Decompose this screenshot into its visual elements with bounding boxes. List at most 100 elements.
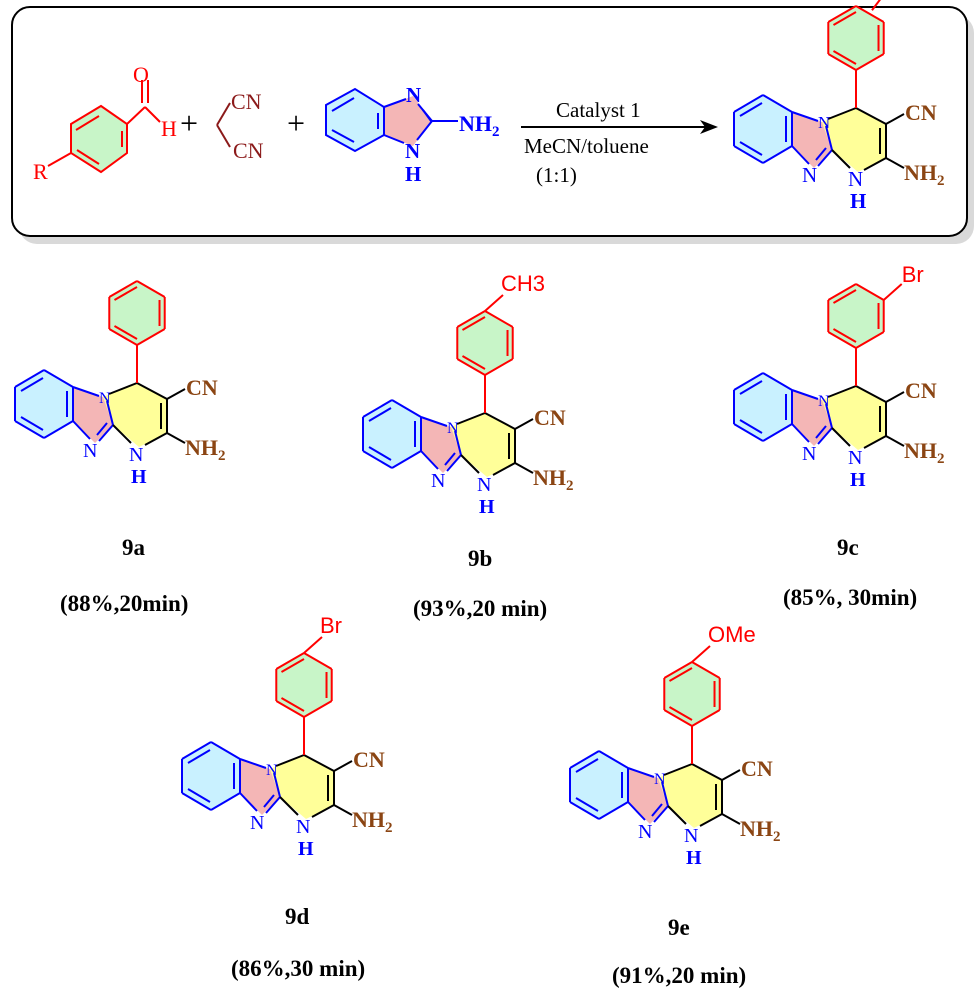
reaction-arrow: Catalyst 1 MeCN/toluene (1:1) bbox=[521, 98, 718, 187]
nh-nitrogen: N bbox=[848, 447, 862, 469]
aryl-bond bbox=[303, 652, 333, 670]
label-9e: 9e bbox=[668, 915, 690, 940]
benzene-bond bbox=[598, 801, 629, 820]
benzene-double-bond bbox=[739, 141, 763, 156]
benzene-double-bond bbox=[739, 380, 763, 395]
substituent-bond bbox=[691, 645, 711, 663]
nh-hydrogen: H bbox=[850, 469, 866, 491]
yield-9a: (88%,20min) bbox=[60, 591, 188, 616]
benzene-bond bbox=[762, 372, 793, 391]
imine-nitrogen: N bbox=[83, 440, 97, 462]
nh-hydrogen: H bbox=[298, 838, 314, 860]
aryl-bond bbox=[136, 328, 166, 346]
amino-label: NH2 bbox=[185, 435, 226, 464]
cn-bond bbox=[514, 418, 534, 430]
pyrimidine-ring-fill bbox=[658, 764, 722, 828]
nh-nitrogen: N bbox=[477, 474, 491, 496]
imidazole-bond bbox=[273, 772, 281, 798]
aryl-ring-fill bbox=[828, 6, 884, 70]
benzene-bond bbox=[598, 750, 629, 769]
bridge-nitrogen: N bbox=[447, 420, 459, 437]
aryl-double-bond bbox=[461, 316, 486, 331]
imidazole-bond bbox=[239, 758, 267, 769]
malononitrile: CN CN bbox=[216, 89, 264, 163]
malononitrile-cn-top: CN bbox=[231, 89, 262, 114]
substituent-bond bbox=[303, 636, 323, 654]
nh2-bond bbox=[721, 813, 741, 825]
aminobenz-nh-n: N bbox=[405, 139, 420, 163]
benzene-bond bbox=[14, 420, 45, 439]
nh2-bond bbox=[166, 432, 186, 444]
malononitrile-cn-bottom: CN bbox=[233, 138, 264, 163]
cn-bond bbox=[885, 113, 905, 125]
benzene-ring-fill bbox=[734, 373, 792, 441]
pyrimidine-bond bbox=[144, 432, 168, 446]
imidazole-bond bbox=[791, 423, 810, 443]
aryl-bond bbox=[827, 331, 857, 349]
aryl-ring-fill bbox=[276, 653, 332, 717]
imidazole-double-bond bbox=[96, 422, 108, 436]
aryl-bond bbox=[456, 310, 486, 328]
benzene-bond bbox=[210, 792, 241, 811]
benzene-ring-fill bbox=[570, 751, 628, 819]
benzene-bond bbox=[362, 450, 393, 469]
pyrimidine-bond bbox=[699, 813, 723, 827]
nitrile-label: CN bbox=[741, 756, 773, 781]
imidazole-bond bbox=[72, 386, 100, 397]
imine-nitrogen: N bbox=[638, 821, 652, 843]
aryl-bond bbox=[663, 661, 693, 679]
benzene-bond bbox=[569, 801, 600, 820]
yield-9c: (85%, 30min) bbox=[783, 585, 917, 610]
nh2-bond bbox=[333, 804, 353, 816]
substituent-label: Br bbox=[320, 613, 342, 638]
nh2-bond bbox=[885, 435, 905, 447]
benzene-bond bbox=[14, 369, 45, 388]
imine-nitrogen: N bbox=[431, 470, 445, 492]
imidazole-bond bbox=[825, 125, 833, 151]
imidazole-bond bbox=[627, 801, 646, 821]
aryl-bond bbox=[484, 310, 514, 328]
cn-bond bbox=[333, 760, 353, 772]
aryl-bond bbox=[855, 331, 885, 349]
amino-label: NH2 bbox=[740, 816, 781, 845]
pyrimidine-bond bbox=[863, 435, 887, 449]
imidazole-bond bbox=[239, 792, 258, 812]
imidazole-double-bond bbox=[263, 794, 275, 808]
pyrimidine-bond bbox=[827, 385, 857, 398]
reaction-box bbox=[11, 6, 968, 237]
pyrimidine-bond bbox=[311, 804, 335, 818]
imidazole-double-bond bbox=[815, 425, 827, 439]
pyrimidine-bond bbox=[303, 754, 335, 772]
nitrile-label: CN bbox=[905, 378, 937, 403]
aryl-bond bbox=[663, 709, 693, 727]
nh-hydrogen: H bbox=[479, 496, 495, 518]
substituent-bond bbox=[883, 283, 903, 301]
aryl-bond bbox=[827, 283, 857, 301]
pyrimidine-bond bbox=[136, 382, 168, 400]
cn-bond bbox=[885, 391, 905, 403]
benzene-double-bond bbox=[368, 407, 392, 422]
aryl-bond bbox=[456, 358, 486, 376]
imidazole-bond bbox=[420, 416, 448, 427]
pyrimidine-bond bbox=[484, 412, 516, 430]
aryl-double-bond bbox=[461, 355, 486, 370]
benzene-double-bond bbox=[739, 102, 763, 117]
imidazole-bond bbox=[825, 403, 833, 429]
pyrimidine-bond bbox=[855, 385, 887, 403]
imine-nitrogen: N bbox=[802, 163, 817, 187]
cn-bond bbox=[721, 769, 741, 781]
amino-label: NH2 bbox=[352, 807, 393, 836]
aryl-bond bbox=[855, 283, 885, 301]
substituent-label: CH3 bbox=[501, 271, 545, 296]
benzene-double-bond bbox=[187, 749, 211, 764]
nh-nitrogen: N bbox=[684, 825, 698, 847]
aldehyde-hydrogen: H bbox=[161, 116, 177, 141]
benzene-bond bbox=[733, 423, 764, 442]
aryl-ring-fill bbox=[664, 662, 720, 726]
imidazole-bond bbox=[661, 781, 669, 807]
benzaldehyde: O H R bbox=[33, 62, 177, 184]
nitrile-label: CN bbox=[905, 100, 937, 125]
imidazole-bond bbox=[627, 767, 655, 778]
imidazole-double-bond bbox=[444, 452, 456, 466]
